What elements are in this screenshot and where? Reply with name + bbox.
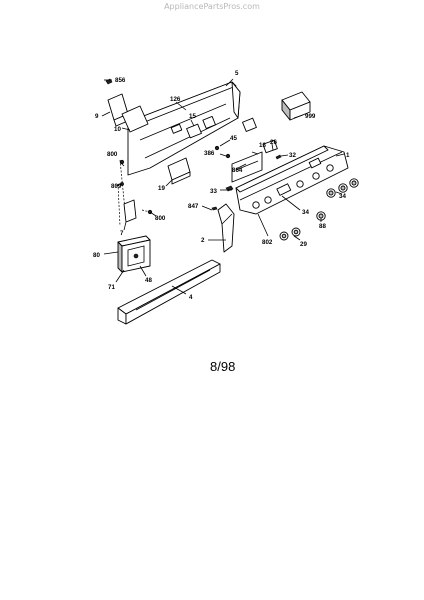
bracket-7 <box>123 199 137 223</box>
callout-4: 4 <box>189 294 193 301</box>
callout-32: 32 <box>289 152 296 159</box>
callout-856: 856 <box>115 77 126 84</box>
callout-80: 80 <box>93 252 100 259</box>
trim-bar-4 <box>117 259 221 325</box>
item-999 <box>281 91 311 121</box>
screw-386 <box>225 153 231 159</box>
bracket-15 <box>242 117 257 132</box>
screw-847 <box>211 206 218 211</box>
callout-386: 386 <box>204 150 215 157</box>
screw-45 <box>214 145 220 151</box>
callout-1: 1 <box>346 152 350 159</box>
callout-10: 10 <box>114 126 121 133</box>
clock-13 <box>231 151 263 183</box>
screw-32 <box>275 154 282 160</box>
callout-847: 847 <box>188 203 199 210</box>
callout-809: 809 <box>111 183 122 190</box>
callout-labels: 856 5 9 126 999 10 15 45 13 26 32 1 800 … <box>93 70 350 301</box>
callout-800-right: 800 <box>155 215 166 222</box>
knobs-29 <box>279 227 301 241</box>
callout-5: 5 <box>235 70 239 77</box>
clip-26 <box>262 139 278 154</box>
control-panel-1 <box>235 145 349 215</box>
callout-15: 15 <box>189 113 196 120</box>
end-cap-2 <box>217 203 235 253</box>
bracket-19 <box>167 157 191 185</box>
bracket-10 <box>121 105 149 133</box>
callout-7: 7 <box>120 230 124 237</box>
date-code: 8/98 <box>210 359 236 374</box>
callout-29: 29 <box>300 241 307 248</box>
callout-34-top: 34 <box>339 193 346 200</box>
callout-126: 126 <box>170 96 181 103</box>
console-frame <box>127 81 241 176</box>
callout-33: 33 <box>210 188 217 195</box>
leader-lines <box>101 78 345 295</box>
watermark: AppliancePartsPros.com <box>164 2 260 11</box>
control-module-48 <box>117 235 151 273</box>
callout-71: 71 <box>108 284 115 291</box>
callout-19: 19 <box>158 185 165 192</box>
callout-9: 9 <box>95 113 99 120</box>
callout-802: 802 <box>262 239 273 246</box>
callout-864: 864 <box>232 167 243 174</box>
callout-2: 2 <box>201 237 205 244</box>
callout-45: 45 <box>230 135 237 142</box>
callout-800-top: 800 <box>107 151 118 158</box>
knobs-34 <box>326 178 359 198</box>
callout-88: 88 <box>319 223 326 230</box>
callout-13: 13 <box>259 142 266 149</box>
callout-48: 48 <box>145 277 152 284</box>
callout-34-bottom: 34 <box>302 209 309 216</box>
callout-26: 26 <box>270 139 277 146</box>
callout-999: 999 <box>305 113 316 120</box>
